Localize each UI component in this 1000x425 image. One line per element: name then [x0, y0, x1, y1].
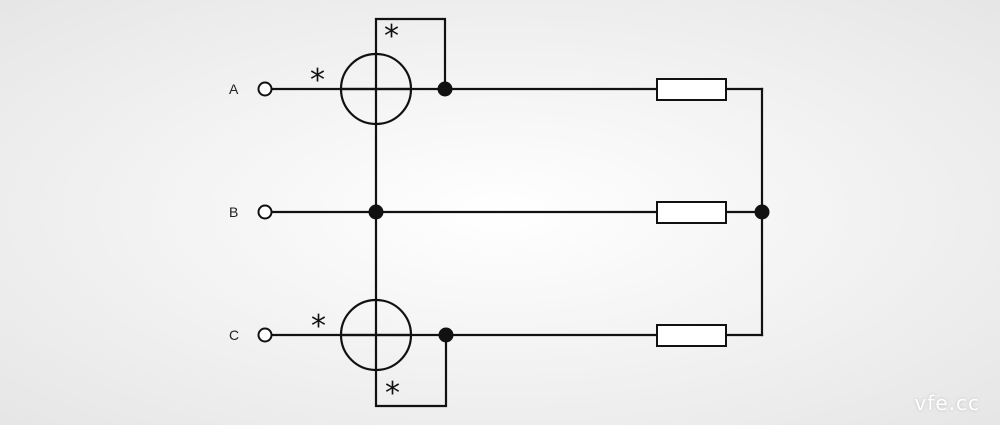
terminal-c — [257, 327, 273, 343]
bottom-meter-current-polarity-mark: * — [311, 309, 326, 344]
junction-node-b — [368, 204, 384, 220]
terminal-b — [257, 204, 273, 220]
bottom-meter-current-loop — [374, 333, 448, 408]
load-resistor-c — [656, 324, 727, 347]
bottom-meter-voltage-polarity-mark: * — [385, 376, 400, 411]
watermark: vfe.cc — [914, 391, 980, 415]
junction-node-a — [437, 81, 453, 97]
top-meter-current-loop — [374, 17, 447, 91]
top-meter-current-polarity-mark: * — [310, 63, 325, 98]
star-point-node — [754, 204, 770, 220]
phase-label-a: A — [229, 81, 239, 97]
load-resistor-a — [656, 78, 727, 101]
load-resistor-b — [656, 201, 727, 224]
phase-label-b: B — [229, 204, 238, 220]
terminal-a — [257, 81, 273, 97]
phase-label-c: C — [229, 327, 239, 343]
top-meter-voltage-polarity-mark: * — [384, 19, 399, 54]
junction-node-c — [438, 327, 454, 343]
